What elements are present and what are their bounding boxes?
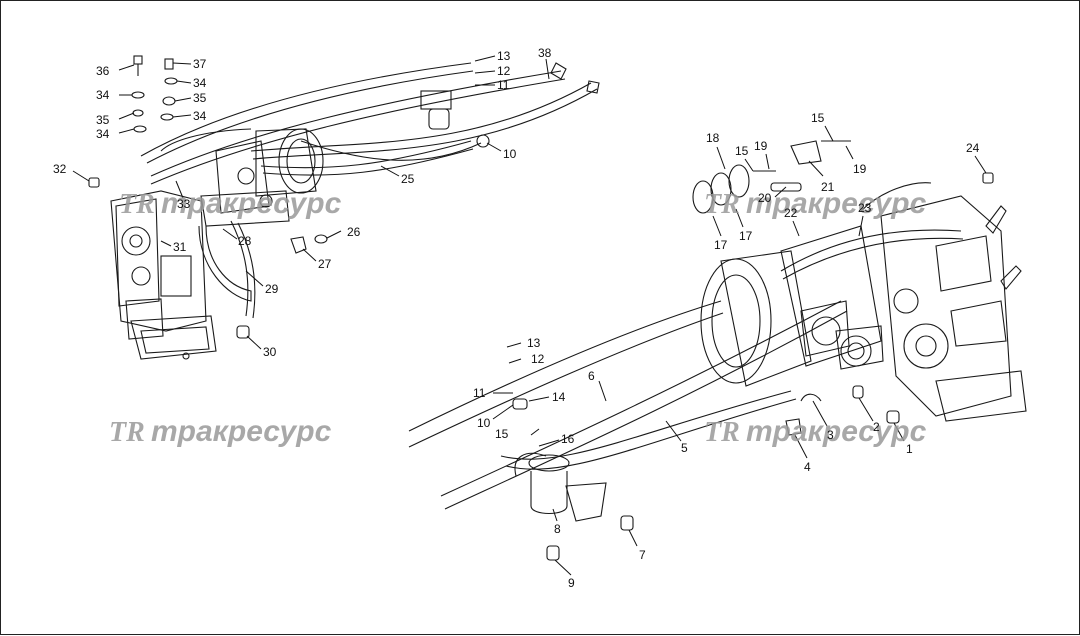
callout-1: 1 [906,442,913,456]
callout-15: 15 [735,144,749,158]
callout-29: 29 [265,282,279,296]
callout-24: 24 [966,141,980,155]
watermark-text: тракресурс [746,187,927,220]
watermark-bottom-right: TR тракресурс [704,415,927,448]
callout-18: 18 [706,131,720,145]
watermark-text: тракресурс [161,187,342,220]
callout-9: 9 [568,576,575,590]
callout-17: 17 [739,229,753,243]
callout-26: 26 [347,225,361,239]
callout-36: 36 [96,64,110,78]
callout-12: 12 [531,352,545,366]
watermark-logo: TR [119,189,155,220]
callout-labels: 36 34 35 34 37 34 35 34 32 33 31 28 29 3… [53,46,980,590]
callout-11: 11 [497,78,510,92]
callout-34: 34 [193,109,207,123]
callout-19: 19 [853,162,867,176]
callout-34: 34 [96,127,110,141]
callout-13: 13 [497,49,511,63]
callout-7: 7 [639,548,646,562]
watermark-logo: TR [704,189,740,220]
callout-12: 12 [497,64,511,78]
callout-28: 28 [238,234,252,248]
watermark-logo: TR [704,417,740,448]
callout-35: 35 [96,113,110,127]
callout-35: 35 [193,91,207,105]
callout-37: 37 [193,57,207,71]
watermark-text: тракресурс [746,415,927,448]
callout-6: 6 [588,369,595,383]
callout-10: 10 [503,147,517,161]
callout-34: 34 [96,88,110,102]
callout-22: 22 [784,206,798,220]
callout-21: 21 [821,180,835,194]
callout-17: 17 [714,238,728,252]
callout-16: 16 [561,432,575,446]
callout-25: 25 [401,172,415,186]
callout-11: 11 [473,386,486,400]
callout-2: 2 [873,420,880,434]
callout-32: 32 [53,162,67,176]
watermark-logo: TR [109,417,145,448]
callout-14: 14 [552,390,566,404]
watermark-bottom-left: TR тракресурс [109,415,332,448]
callout-3: 3 [827,428,834,442]
callout-13: 13 [527,336,541,350]
right-assembly [408,125,1027,576]
callout-33: 33 [177,197,191,211]
callout-10: 10 [477,416,491,430]
callout-27: 27 [318,257,332,271]
callout-15: 15 [495,427,509,441]
callout-5: 5 [681,441,688,455]
callout-31: 31 [173,240,187,254]
callout-30: 30 [263,345,277,359]
watermark-text: тракресурс [151,415,332,448]
callout-19: 19 [754,139,768,153]
callout-8: 8 [554,522,561,536]
callout-15: 15 [811,111,825,125]
watermark-top-right: TR тракресурс [704,187,927,220]
callout-23: 23 [858,201,872,215]
callout-34: 34 [193,76,207,90]
callout-38: 38 [538,46,552,60]
left-assembly [72,55,600,360]
watermark-top-left: TR тракресурс [119,187,342,220]
callout-20: 20 [758,191,772,205]
callout-4: 4 [804,460,811,474]
